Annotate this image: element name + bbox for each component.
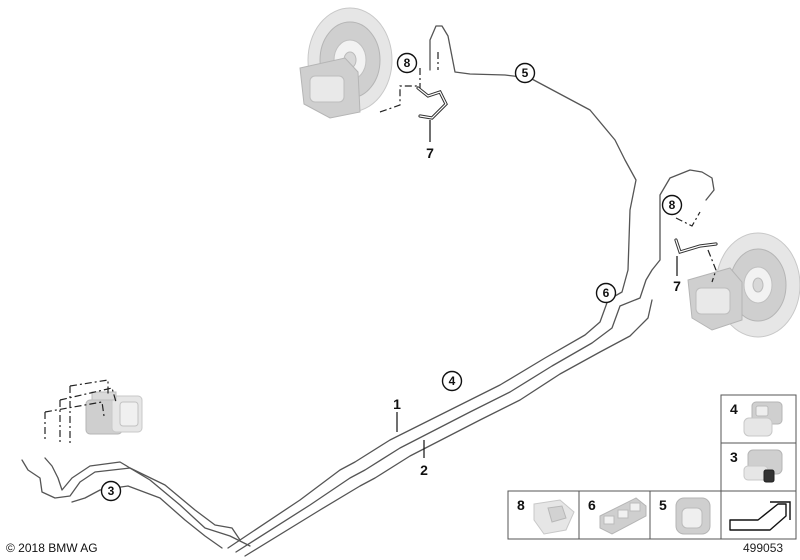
front-brake-hose [416, 86, 448, 120]
callout-4: 4 [441, 370, 463, 392]
rear-brake-caliper [687, 267, 743, 331]
pipe-clip-4-icon [743, 401, 783, 437]
callout-1-text: 1 [393, 396, 401, 412]
copyright-text: © 2018 BMW AG [6, 541, 98, 555]
legend-item-8-label: 8 [517, 497, 525, 513]
legend-item-5-label: 5 [659, 497, 667, 513]
callout-2-text: 2 [420, 462, 428, 478]
callout-2: 2 [420, 440, 428, 478]
callout-7-rear-text: 7 [673, 278, 681, 294]
callout-5: 5 [514, 62, 536, 84]
callout-6-text: 6 [603, 286, 610, 300]
navigation-arrow-box [720, 490, 797, 540]
legend-item-4-label: 4 [730, 401, 738, 417]
callout-4-text: 4 [449, 374, 456, 388]
callout-1: 1 [393, 396, 401, 432]
diagram-id: 499053 [743, 541, 784, 555]
callout-3: 3 [100, 480, 122, 502]
callout-6: 6 [595, 282, 617, 304]
callout-8-rear-text: 8 [669, 198, 676, 212]
callout-8-front-text: 8 [404, 56, 411, 70]
callout-5-text: 5 [522, 66, 529, 80]
legend-item-8: 8 [507, 490, 580, 540]
callout-3-text: 3 [108, 484, 115, 498]
pipe-clip-3-icon [743, 449, 783, 483]
pipe-clip-5-icon [675, 497, 711, 535]
legend-item-3: 3 [720, 442, 797, 492]
callout-7-front: 7 [426, 120, 434, 161]
callout-7-front-text: 7 [426, 145, 434, 161]
legend-item-4: 4 [720, 394, 797, 444]
brake-pipe-main [21, 25, 715, 557]
pipe-holder-6-icon [599, 497, 647, 535]
legend-item-6-label: 6 [588, 497, 596, 513]
callout-8-rear: 8 [661, 194, 683, 216]
hose-bracket-8-icon [533, 499, 575, 535]
hydraulic-unit [85, 391, 143, 435]
callout-8-front: 8 [396, 52, 418, 74]
rear-brake-hose [674, 238, 718, 254]
legend-item-5: 5 [649, 490, 722, 540]
legend-item-6: 6 [578, 490, 651, 540]
arrow-icon [729, 501, 791, 531]
assembly-guide-lines [44, 52, 717, 446]
front-brake-caliper [299, 57, 361, 119]
legend-item-3-label: 3 [730, 449, 738, 465]
callout-7-rear: 7 [673, 256, 681, 294]
